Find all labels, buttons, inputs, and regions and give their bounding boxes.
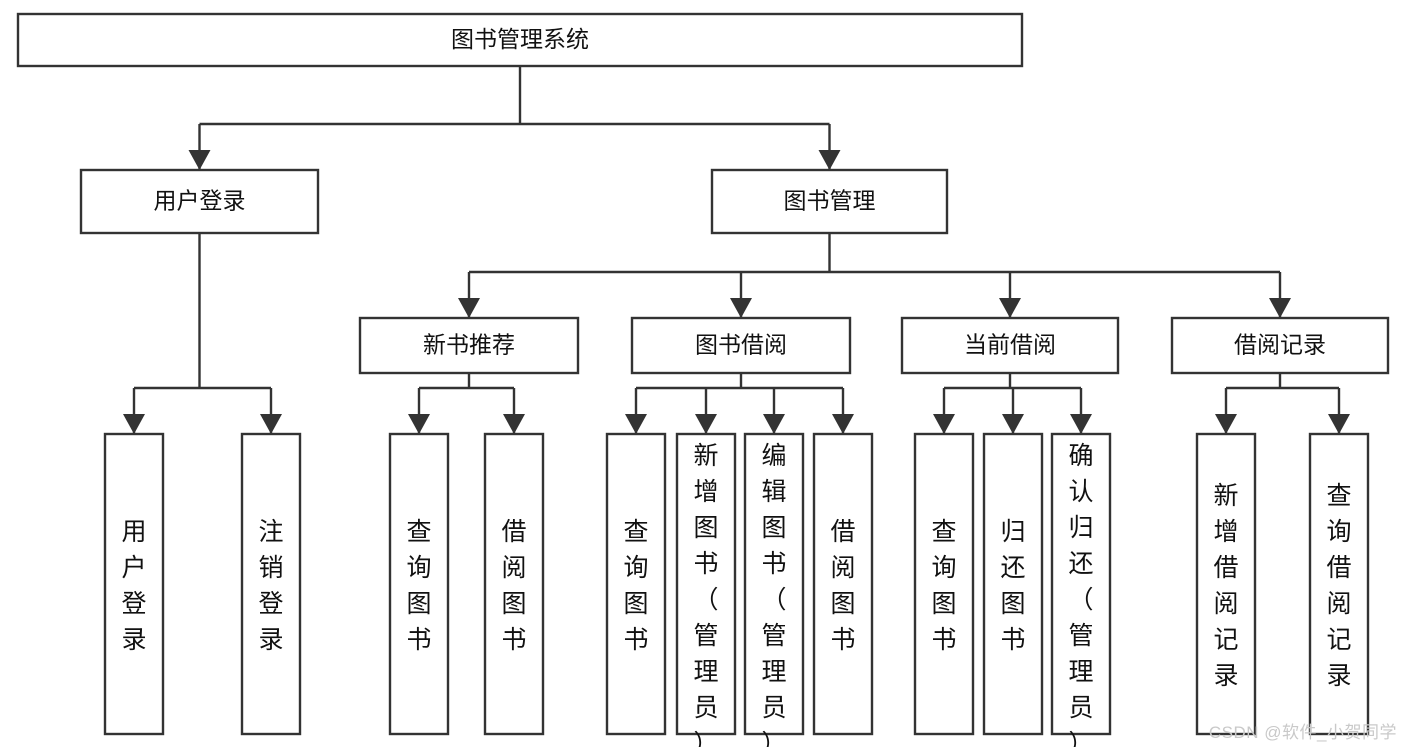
node-label: 编辑图书（管理员）: [761, 442, 786, 747]
node-box: [605, 432, 667, 736]
arrow-head-icon: [188, 150, 211, 170]
node-label: 用户登录: [121, 518, 146, 654]
arrow-head-icon: [1328, 414, 1350, 434]
arrow-head-icon: [763, 414, 785, 434]
node-br-add-record[interactable]: 新增借阅记录: [1195, 432, 1257, 736]
node-label: 新增图书（管理员）: [693, 442, 718, 747]
node-nbr-query-book[interactable]: 查询图书: [388, 432, 450, 736]
node-box: [358, 316, 580, 375]
watermark-text: CSDN @软件_小贺同学: [1208, 723, 1397, 742]
node-box: [240, 432, 302, 736]
node-box: [710, 168, 949, 235]
node-label: 查询图书: [931, 518, 956, 654]
arrow-head-icon: [1269, 298, 1291, 318]
node-box: [743, 432, 805, 736]
node-box: [103, 432, 165, 736]
arrow-head-icon: [933, 414, 955, 434]
arrow-head-icon: [625, 414, 647, 434]
node-box: [900, 316, 1120, 375]
node-box: [812, 432, 874, 736]
arrow-head-icon: [503, 414, 525, 434]
node-label: 用户登录: [154, 188, 246, 214]
arrow-head-icon: [1070, 414, 1092, 434]
node-box: [1170, 316, 1390, 375]
node-label: 当前借阅: [964, 332, 1056, 358]
arrow-head-icon: [695, 414, 717, 434]
node-user-login-login[interactable]: 用户登录: [103, 432, 165, 736]
arrow-head-icon: [1002, 414, 1024, 434]
node-book-borrow[interactable]: 图书借阅: [630, 316, 852, 375]
node-label: 确认归还（管理员）: [1068, 442, 1093, 747]
node-user-login[interactable]: 用户登录: [79, 168, 320, 235]
node-box: [16, 12, 1024, 68]
node-label: 新增借阅记录: [1213, 482, 1238, 690]
node-box: [79, 168, 320, 235]
node-label: 查询图书: [623, 518, 648, 654]
node-label: 新书推荐: [423, 332, 515, 358]
node-cb-return-book[interactable]: 归还图书: [982, 432, 1044, 736]
arrow-head-icon: [818, 150, 841, 170]
node-bb-edit-book[interactable]: 编辑图书（管理员）: [743, 432, 805, 752]
node-root[interactable]: 图书管理系统: [16, 12, 1024, 68]
node-label: 查询借阅记录: [1326, 482, 1351, 690]
node-nbr-borrow-book[interactable]: 借阅图书: [483, 432, 545, 736]
node-book-manage[interactable]: 图书管理: [710, 168, 949, 235]
node-current-borrow[interactable]: 当前借阅: [900, 316, 1120, 375]
node-bb-query-book[interactable]: 查询图书: [605, 432, 667, 736]
node-bb-borrow-book[interactable]: 借阅图书: [812, 432, 874, 736]
node-label: 借阅记录: [1234, 332, 1326, 358]
node-box: [630, 316, 852, 375]
node-borrow-record[interactable]: 借阅记录: [1170, 316, 1390, 375]
arrow-head-icon: [999, 298, 1021, 318]
node-label: 图书借阅: [695, 332, 787, 358]
node-box: [1195, 432, 1257, 736]
arrow-head-icon: [408, 414, 430, 434]
node-label: 借阅图书: [830, 518, 855, 654]
node-bb-add-book[interactable]: 新增图书（管理员）: [675, 432, 737, 752]
node-br-query-record[interactable]: 查询借阅记录: [1308, 432, 1370, 736]
node-box: [1308, 432, 1370, 736]
node-box: [388, 432, 450, 736]
node-cb-confirm-return[interactable]: 确认归还（管理员）: [1050, 432, 1112, 752]
node-layer: 图书管理系统用户登录图书管理用户登录注销登录新书推荐查询图书借阅图书图书借阅查询…: [16, 12, 1390, 752]
node-box: [483, 432, 545, 736]
node-new-book-recommend[interactable]: 新书推荐: [358, 316, 580, 375]
arrow-head-icon: [832, 414, 854, 434]
node-user-login-logout[interactable]: 注销登录: [240, 432, 302, 736]
node-label: 查询图书: [406, 518, 431, 654]
node-label: 图书管理系统: [451, 26, 589, 52]
arrow-head-icon: [1215, 414, 1237, 434]
arrow-head-icon: [730, 298, 752, 318]
node-box: [675, 432, 737, 736]
node-box: [913, 432, 975, 736]
node-label: 图书管理: [784, 188, 876, 214]
node-label: 借阅图书: [501, 518, 526, 654]
arrow-head-icon: [458, 298, 480, 318]
connector-layer: [123, 66, 1350, 434]
node-label: 注销登录: [258, 518, 283, 654]
arrow-head-icon: [260, 414, 282, 434]
node-box: [982, 432, 1044, 736]
node-box: [1050, 432, 1112, 736]
node-cb-query-book[interactable]: 查询图书: [913, 432, 975, 736]
node-label: 归还图书: [1000, 518, 1025, 654]
arrow-head-icon: [123, 414, 145, 434]
